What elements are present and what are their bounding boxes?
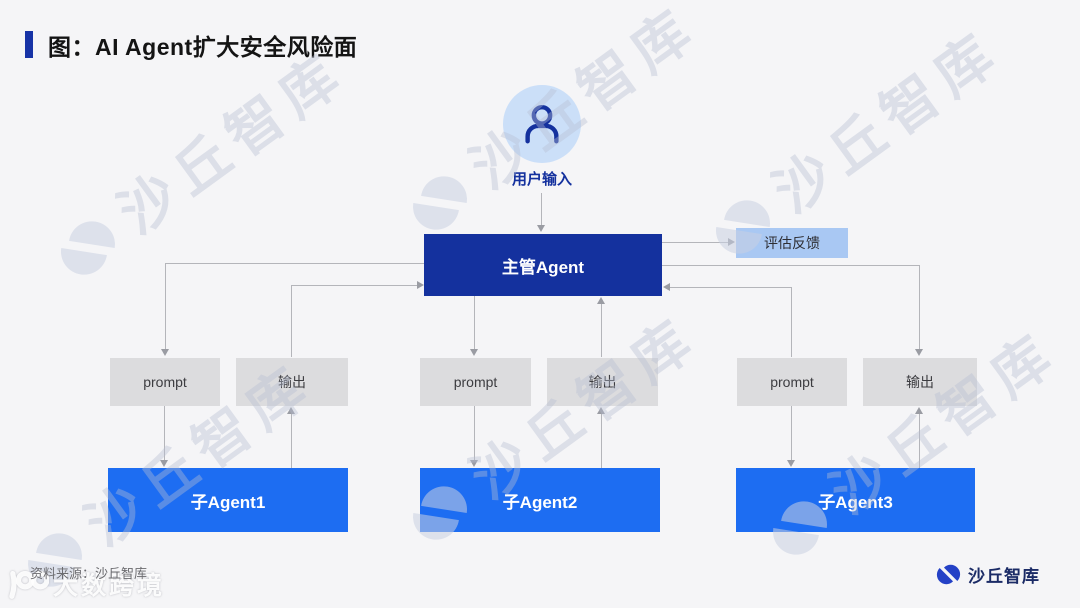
brand-watermark-text: 沙丘智库 <box>762 18 1013 225</box>
brand-logo-icon <box>27 533 83 587</box>
output-node-2: 输出 <box>547 358 658 406</box>
connector-line <box>291 285 292 357</box>
arrowhead-icon <box>470 460 478 467</box>
connector-line <box>165 263 166 349</box>
connector-line <box>601 414 602 468</box>
brand-watermark-text: 沙丘智库 <box>107 39 358 246</box>
connector-line <box>662 265 920 266</box>
brand-logo: 沙丘智库 <box>935 561 1040 588</box>
arrowhead-icon <box>470 349 478 356</box>
arrowhead-icon <box>728 238 735 246</box>
connector-line <box>291 414 292 468</box>
prompt-node-1: prompt <box>110 358 220 406</box>
connector-line <box>474 296 475 349</box>
connector-line <box>166 263 424 264</box>
output-node-1: 输出 <box>236 358 348 406</box>
sub-agent-node-2: 子Agent2 <box>420 468 660 532</box>
prompt-node-2: prompt <box>420 358 531 406</box>
connector-line <box>791 406 792 460</box>
person-icon <box>525 105 559 144</box>
arrowhead-icon <box>417 281 424 289</box>
connector-line <box>291 285 417 286</box>
connector-line <box>791 287 792 357</box>
output-node-3: 输出 <box>863 358 977 406</box>
arrowhead-icon <box>597 297 605 304</box>
prompt-node-3: prompt <box>737 358 847 406</box>
connector-line <box>541 193 542 226</box>
arrowhead-icon <box>663 283 670 291</box>
arrowhead-icon <box>915 407 923 414</box>
arrowhead-icon <box>287 407 295 414</box>
brand-logo-icon <box>936 564 961 585</box>
arrowhead-icon <box>537 225 545 232</box>
arrowhead-icon <box>915 349 923 356</box>
source-note: 资料来源：沙丘智库 <box>30 566 148 581</box>
connector-line <box>474 406 475 460</box>
connector-line <box>601 304 602 357</box>
connector-line <box>919 414 920 468</box>
brand-watermark: 沙丘智库 <box>754 319 1071 575</box>
sub-agent-node-3: 子Agent3 <box>736 468 975 532</box>
page-title: 图：AI Agent扩大安全风险面 <box>48 34 358 60</box>
connector-line <box>919 265 920 349</box>
connector-line <box>662 242 728 243</box>
arrowhead-icon <box>161 349 169 356</box>
brand-watermark: 沙丘智库 <box>42 39 359 295</box>
brand-logo-icon <box>60 221 116 275</box>
connector-line <box>164 406 165 460</box>
sub-agent-node-1: 子Agent1 <box>108 468 348 532</box>
connector-line <box>670 287 792 288</box>
arrowhead-icon <box>160 460 168 467</box>
title-accent-bar <box>25 31 33 58</box>
feedback-node: 评估反馈 <box>736 228 848 258</box>
arrowhead-icon <box>787 460 795 467</box>
arrowhead-icon <box>597 407 605 414</box>
brand-logo-text: 沙丘智库 <box>968 567 1040 586</box>
user-avatar-icon <box>503 85 581 163</box>
supervisor-agent-node: 主管Agent <box>424 234 662 296</box>
brand-logo-icon <box>715 200 771 254</box>
user-input-label: 用户输入 <box>511 171 572 188</box>
